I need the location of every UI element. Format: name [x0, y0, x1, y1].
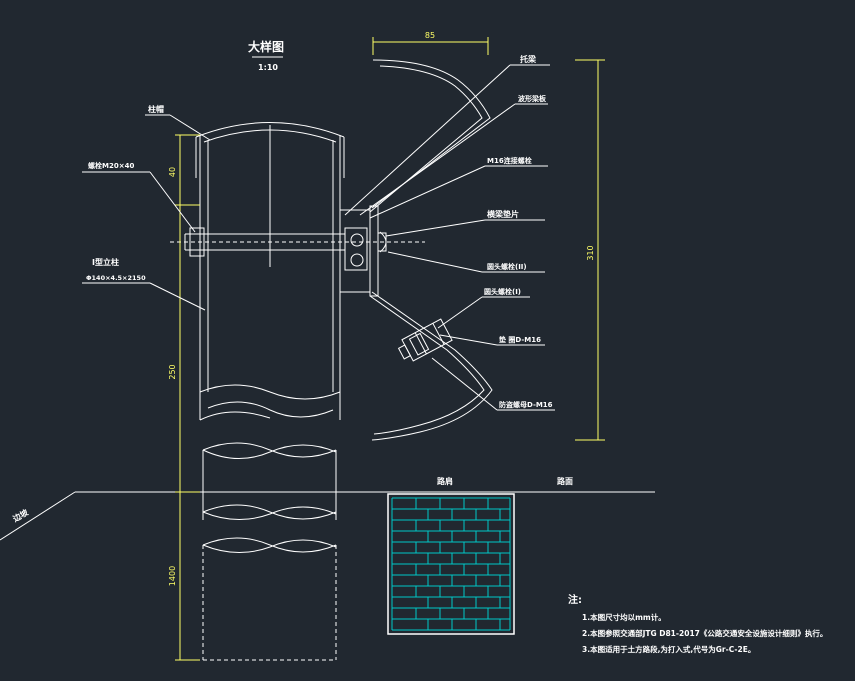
ground [0, 491, 655, 541]
beam-block [339, 205, 387, 297]
label-pad: 垫 圈D-M16 [499, 335, 541, 344]
notes-heading: 注: [568, 593, 582, 606]
label-shoe: 圆头螺栓(II) [487, 262, 527, 271]
leaders-right [344, 64, 555, 411]
slope-label: 边坡 [10, 507, 31, 525]
note-1: 1.本图尺寸均以mm计。 [582, 612, 666, 622]
notes: 注: 1.本图尺寸均以mm计。 2.本图参照交通部JTG D81-2017《公路… [568, 593, 827, 654]
note-3: 3.本图适用于土方路段,为打入式,代号为Gr-C-2E。 [582, 644, 755, 654]
through-bolt [170, 227, 425, 257]
leaders-left [82, 114, 211, 311]
drawing-title: 大样图 [248, 39, 284, 54]
label-bolt-m16: M16连接螺栓 [487, 156, 532, 165]
post [195, 122, 345, 421]
label-beam: 托梁 [520, 54, 537, 64]
label-cap: 柱帽 [148, 104, 164, 114]
label-guard-plate: 波形梁板 [518, 94, 547, 103]
dim-left-a: 40 [168, 167, 177, 177]
dimensions [175, 37, 605, 661]
lower-bolt-assembly [397, 318, 453, 362]
dim-right: 310 [586, 245, 595, 260]
masonry-block [387, 493, 515, 635]
road-label: 路面 [557, 476, 573, 486]
label-shoe2: 圆头螺栓(I) [484, 287, 521, 296]
label-washer: 横梁垫片 [487, 209, 519, 219]
dim-left-b: 250 [168, 364, 177, 379]
shoulder-label: 路肩 [437, 476, 453, 486]
note-2: 2.本图参照交通部JTG D81-2017《公路交通安全设施设计细则》执行。 [582, 628, 827, 638]
label-post: I型立柱 [92, 257, 119, 267]
dim-left-c: 1400 [168, 566, 177, 586]
buried-post [202, 442, 337, 661]
drawing-scale: 1:10 [258, 63, 278, 72]
dim-top: 85 [425, 31, 435, 40]
label-bolt: 螺栓M20×40 [88, 161, 134, 170]
label-post-spec: Φ140×4.5×2150 [86, 274, 146, 282]
label-anti-theft: 防盗螺母D-M16 [499, 400, 553, 409]
guard-rail-wave [369, 59, 493, 441]
